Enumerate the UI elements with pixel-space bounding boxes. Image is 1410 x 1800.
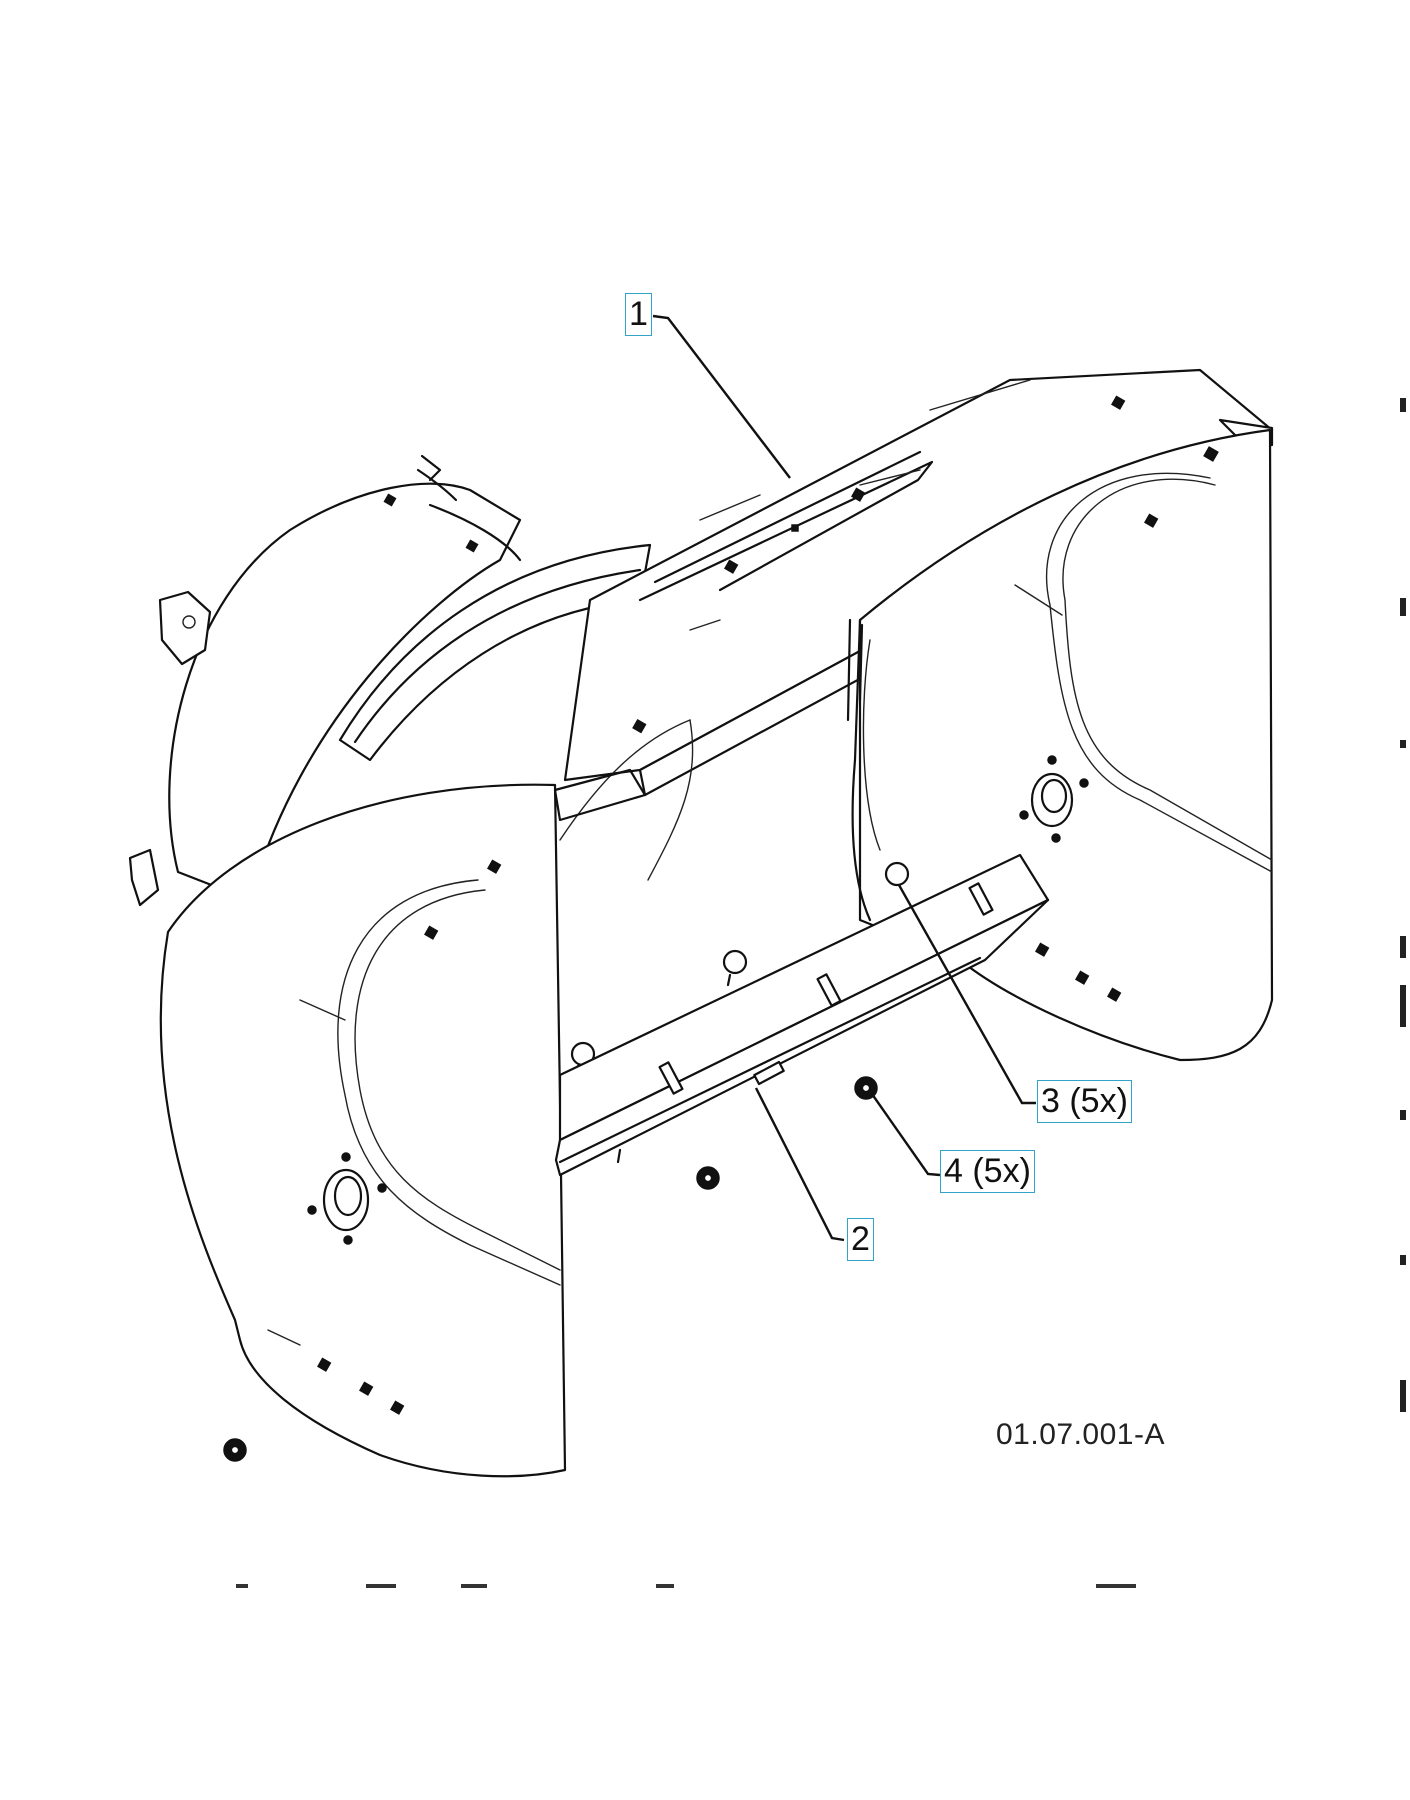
callout-4: 4 (5x) bbox=[940, 1150, 1035, 1193]
rear-drum bbox=[128, 454, 522, 907]
leader-lines bbox=[652, 314, 1036, 1242]
edge-mark bbox=[1400, 398, 1406, 412]
callout-3: 3 (5x) bbox=[1037, 1080, 1132, 1123]
edge-mark bbox=[1400, 985, 1406, 1027]
carriage-bolt-heads bbox=[570, 861, 910, 1080]
cropped-caption bbox=[236, 1584, 1196, 1592]
callout-1: 1 bbox=[625, 293, 652, 336]
edge-mark bbox=[1400, 1110, 1406, 1120]
leader-3 bbox=[897, 884, 1036, 1105]
housing-back-wall bbox=[559, 618, 910, 1080]
edge-mark bbox=[1400, 1255, 1406, 1265]
figure-code: 01.07.001-A bbox=[996, 1418, 1165, 1451]
leader-4 bbox=[871, 1093, 941, 1177]
left-side-plate bbox=[159, 768, 647, 1478]
edge-mark bbox=[1400, 598, 1406, 616]
scraper-bar bbox=[554, 853, 1050, 1177]
leader-2 bbox=[754, 1087, 845, 1242]
edge-mark bbox=[1400, 1380, 1406, 1412]
hex-nuts bbox=[223, 1076, 878, 1462]
leader-1 bbox=[652, 314, 791, 479]
edge-mark bbox=[1400, 740, 1406, 748]
edge-mark bbox=[1400, 936, 1406, 958]
callout-2: 2 bbox=[847, 1218, 874, 1261]
